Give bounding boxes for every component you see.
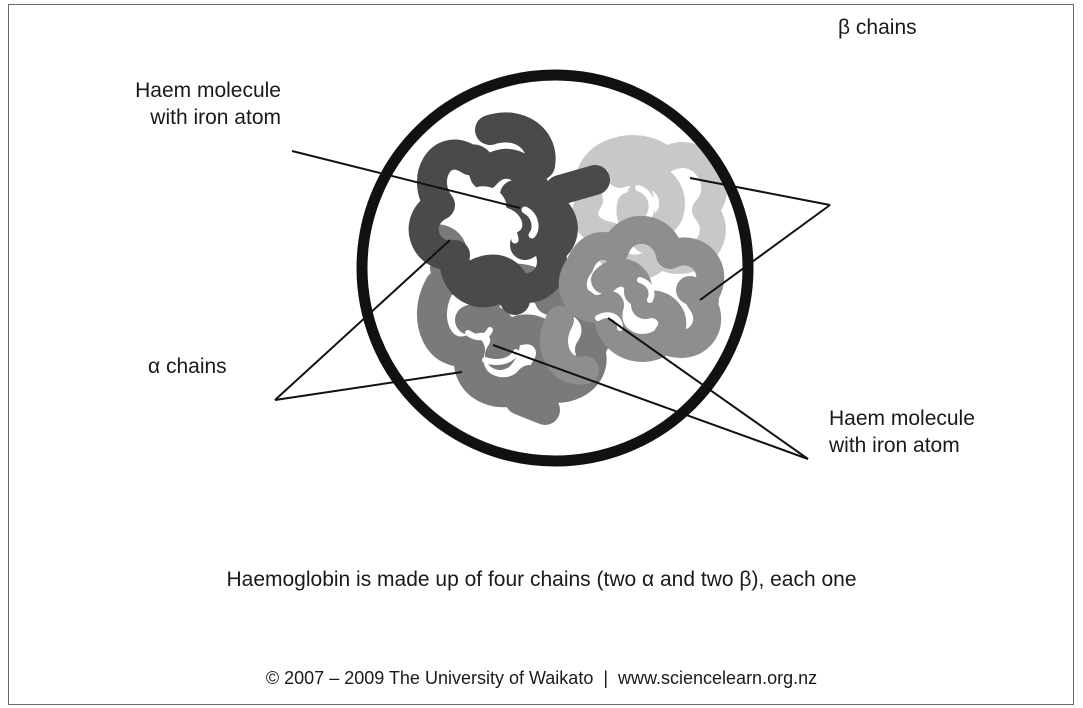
label-haem-molecule-top: Haem molecule with iron atom (108, 77, 281, 131)
diagram-caption: Haemoglobin is made up of four chains (t… (0, 566, 1083, 593)
leader-alpha-2 (275, 372, 462, 400)
label-haem-bottom-line2: with iron atom (829, 432, 975, 459)
label-haem-molecule-bottom: Haem molecule with iron atom (829, 405, 975, 459)
copyright-notice: © 2007 – 2009 The University of Waikato … (0, 666, 1083, 690)
label-alpha-chains: α chains (148, 353, 227, 380)
haemoglobin-molecule (424, 127, 715, 410)
label-haem-top-line1: Haem molecule (108, 77, 281, 104)
label-haem-top-line2: with iron atom (108, 104, 281, 131)
label-beta-chains: β chains (838, 14, 917, 41)
label-haem-bottom-line1: Haem molecule (829, 405, 975, 432)
